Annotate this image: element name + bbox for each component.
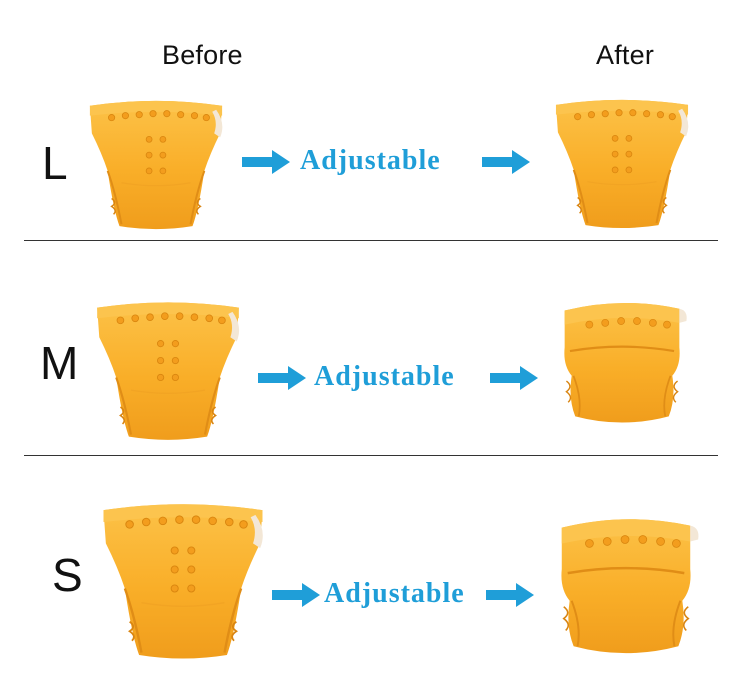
diaper-after-photo <box>548 93 696 231</box>
diaper-after-photo <box>546 284 698 434</box>
size-label: L <box>42 137 68 189</box>
diaper-after-photo <box>540 498 712 666</box>
adjustable-label: Adjustable <box>324 578 465 609</box>
adjustable-label: Adjustable <box>314 361 455 392</box>
row-divider <box>24 455 718 456</box>
diaper-before-photo <box>94 495 272 663</box>
arrow-right-icon <box>486 583 534 607</box>
arrow-right-icon <box>242 150 290 174</box>
row-divider <box>24 240 718 241</box>
before-heading: Before <box>162 40 243 70</box>
adjustable-label: Adjustable <box>300 145 441 176</box>
size-row-m: M Adjustable <box>0 280 750 445</box>
arrow-right-icon <box>490 366 538 390</box>
arrow-right-icon <box>258 366 306 390</box>
arrow-right-icon <box>482 150 530 174</box>
size-row-s: S Adjustable <box>0 490 750 665</box>
after-heading: After <box>596 40 655 70</box>
size-label: M <box>40 337 79 389</box>
diaper-before-photo <box>88 295 248 443</box>
arrow-right-icon <box>272 583 320 607</box>
size-label: S <box>52 549 83 601</box>
size-row-l: L Adjustable <box>0 85 750 235</box>
diaper-before-photo <box>82 93 230 233</box>
